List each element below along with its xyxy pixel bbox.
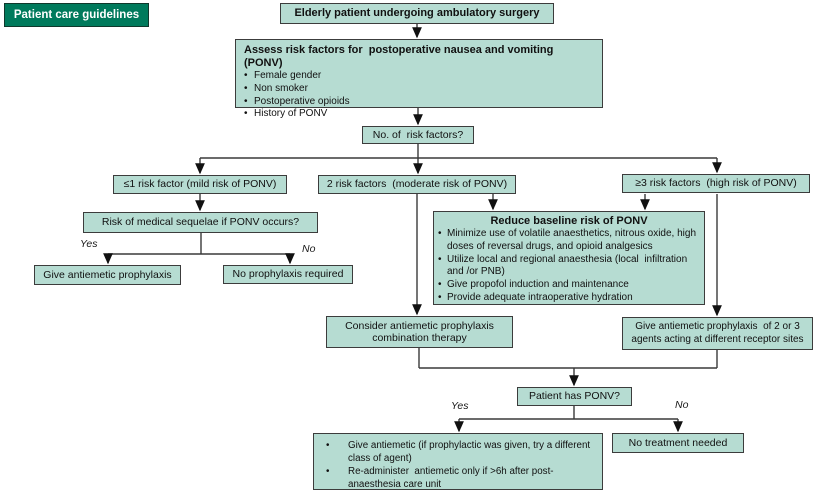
reduce-bullet: • Utilize local and regional anaesthesia…	[438, 253, 690, 278]
node-treatment-steps: • Give antiemetic (if prophylactic was g…	[313, 433, 603, 490]
node-assess-risk-factors: Assess risk factors for postoperative na…	[235, 39, 603, 119]
node-risk-factor-count: No. of risk factors?	[362, 126, 474, 144]
page-title: Patient care guidelines	[4, 3, 149, 27]
bullet-icon: •	[244, 70, 248, 81]
node-high-risk: ≥3 risk factors (high risk of PONV)	[622, 174, 810, 193]
assess-title: Assess risk factors for postoperative na…	[244, 44, 557, 69]
treatment-bullet: • Give antiemetic (if prophylactic was g…	[326, 440, 593, 464]
node-no-treatment-needed: No treatment needed	[612, 433, 744, 453]
assess-bullet: • Female gender	[244, 70, 322, 81]
bullet-icon: •	[244, 108, 248, 120]
node-patient-has-ponv: Patient has PONV?	[517, 387, 632, 406]
edge-count-branch-trunk	[200, 144, 717, 159]
edge-label-ponv-yes: Yes	[451, 400, 469, 412]
bullet-icon: •	[326, 466, 330, 477]
node-consider-combination-therapy: Consider antiemetic prophylaxis combinat…	[326, 316, 513, 348]
edge-label-sequelae-yes: Yes	[80, 238, 98, 250]
reduce-bullet: • Provide adequate intraoperative hydrat…	[438, 291, 633, 303]
assess-bullet: • History of PONV	[244, 108, 328, 120]
node-elderly-patient: Elderly patient undergoing ambulatory su…	[280, 3, 554, 24]
node-no-prophylaxis-required: No prophylaxis required	[223, 265, 353, 284]
assess-bullet: • Non smoker	[244, 82, 308, 94]
node-moderate-risk: 2 risk factors (moderate risk of PONV)	[318, 175, 516, 194]
node-mild-risk: ≤1 risk factor (mild risk of PONV)	[113, 175, 287, 194]
bullet-icon: •	[244, 95, 248, 107]
edge-label-ponv-no: No	[675, 399, 689, 411]
reduce-title: Reduce baseline risk of PONV	[490, 215, 648, 227]
bullet-icon: •	[326, 440, 330, 451]
node-medical-sequelae-question: Risk of medical sequelae if PONV occurs?	[83, 212, 318, 233]
edge-converge-trunk	[418, 348, 718, 369]
bullet-icon: •	[438, 228, 442, 239]
assess-bullet: • Postoperative opioids	[244, 95, 350, 107]
treatment-bullet: • Re-administer antiemetic only if >6h a…	[326, 466, 554, 490]
bullet-icon: •	[438, 291, 442, 303]
edge-label-sequelae-no: No	[302, 243, 316, 255]
bullet-icon: •	[438, 253, 442, 265]
bullet-icon: •	[438, 279, 442, 291]
reduce-bullet: • Minimize use of volatile anaesthetics,…	[438, 228, 699, 252]
node-give-prophylaxis-2or3-agents: Give antiemetic prophylaxis of 2 or 3 ag…	[622, 317, 813, 350]
bullet-icon: •	[244, 82, 248, 94]
reduce-bullet: • Give propofol induction and maintenanc…	[438, 279, 629, 291]
edge-sequelae-split-trunk	[108, 233, 290, 255]
node-reduce-baseline-risk: Reduce baseline risk of PONV • Minimize …	[433, 211, 705, 305]
edge-hasponv-split-trunk	[459, 406, 678, 420]
node-give-antiemetic-prophylaxis: Give antiemetic prophylaxis	[34, 265, 181, 285]
